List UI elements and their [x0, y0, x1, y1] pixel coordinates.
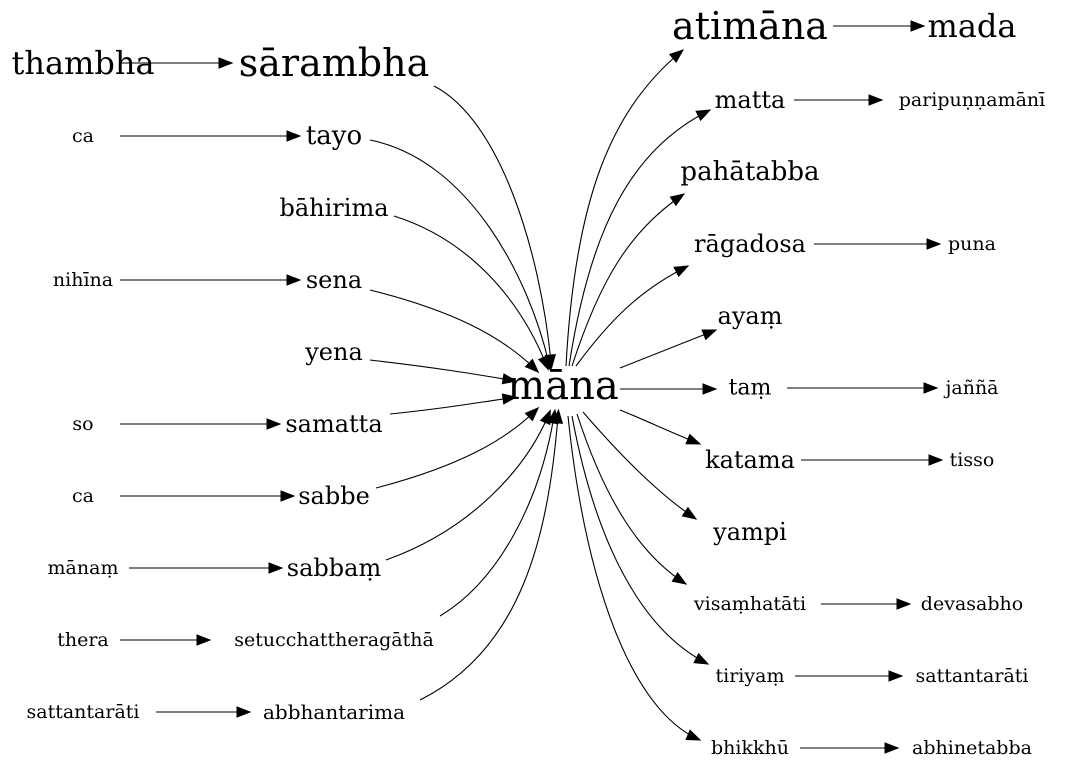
outgoing-chain-label: abhinetabba — [912, 737, 1032, 759]
incoming-node-label: bāhirima — [279, 194, 388, 222]
incoming-node-label: abbhantarima — [263, 700, 405, 724]
incoming-source-edge-arrowhead — [268, 562, 284, 574]
outgoing-chain-edge-arrowhead — [896, 598, 912, 610]
incoming-source-label: ca — [72, 125, 94, 147]
outgoing-chain-label: paripuṇṇamānī — [899, 89, 1046, 111]
outgoing-node-label: yampi — [712, 518, 787, 546]
outgoing-chain-label: sattantarāti — [916, 665, 1029, 687]
incoming-source-edge-arrowhead — [280, 490, 296, 502]
incoming-node-label: sabbaṃ — [287, 554, 382, 582]
outgoing-edge-arrowhead — [669, 193, 686, 207]
incoming-edge-arrowhead — [551, 408, 564, 424]
incoming-node-label: sabbe — [298, 482, 370, 510]
incoming-source-label: nihīna — [53, 269, 113, 291]
outgoing-chain-label: devasabho — [921, 593, 1023, 615]
outgoing-chain-edge-arrowhead — [884, 742, 900, 754]
incoming-node-label: tayo — [306, 121, 362, 151]
outgoing-edge-arrowhead — [693, 652, 710, 665]
incoming-node-label: yena — [304, 338, 363, 366]
incoming-edge-arrowhead — [537, 354, 549, 371]
outgoing-edge-arrowhead — [685, 729, 702, 741]
incoming-source-label: so — [72, 413, 93, 435]
outgoing-node-label: atimāna — [672, 4, 828, 48]
outgoing-node-label: matta — [715, 86, 786, 114]
outgoing-edge-arrowhead — [668, 49, 685, 63]
labels-layer: māna thambha sārambha ca tayo bāhirima nihīna s… — [11, 4, 1045, 759]
outgoing-chain-edge-arrowhead — [868, 94, 884, 106]
incoming-edge — [393, 215, 547, 365]
outgoing-chain-label: puna — [948, 233, 996, 255]
outgoing-node-label: tiriyaṃ — [716, 665, 785, 687]
outgoing-edge — [582, 411, 697, 520]
outgoing-edge — [576, 413, 687, 585]
incoming-source-edge-arrowhead — [236, 706, 252, 718]
incoming-edge — [439, 415, 555, 617]
outgoing-chain-edge-arrowhead — [923, 382, 939, 394]
incoming-node-label: setucchattheragāthā — [234, 629, 434, 651]
outgoing-edge-arrowhead — [671, 571, 688, 585]
incoming-source-label: thera — [57, 629, 109, 651]
incoming-edge — [375, 411, 535, 489]
incoming-edge — [389, 397, 511, 415]
outgoing-node-label: ayaṃ — [718, 302, 783, 330]
incoming-source-label: thambha — [11, 44, 154, 82]
incoming-edge — [369, 139, 550, 365]
incoming-node-label: sārambha — [239, 41, 429, 85]
incoming-edge — [385, 415, 549, 561]
incoming-source-label: ca — [72, 485, 94, 507]
incoming-edge-arrowhead — [524, 406, 540, 422]
outgoing-chain-edge-arrowhead — [926, 238, 942, 250]
outgoing-edge-arrowhead — [701, 329, 718, 341]
incoming-source-label: sattantarāti — [27, 701, 140, 723]
outgoing-node-label: taṃ — [729, 376, 772, 401]
outgoing-edge-arrowhead — [685, 433, 702, 445]
outgoing-edge — [575, 265, 689, 367]
incoming-source-label: mānaṃ — [48, 557, 119, 579]
outgoing-node-label: pahātabba — [680, 157, 819, 187]
center-node-label: māna — [507, 363, 618, 409]
incoming-edge — [369, 289, 535, 369]
edges-layer — [120, 20, 944, 754]
outgoing-edge — [619, 329, 717, 369]
outgoing-edge-arrowhead — [702, 383, 718, 395]
incoming-node-label: sena — [306, 266, 362, 294]
outgoing-chain-label: mada — [928, 7, 1017, 45]
incoming-source-edge-arrowhead — [196, 634, 212, 646]
incoming-edge — [419, 415, 559, 701]
outgoing-chain-edge-arrowhead — [888, 670, 904, 682]
incoming-node-label: samatta — [285, 410, 382, 438]
incoming-source-edge-arrowhead — [266, 418, 282, 430]
outgoing-edge — [571, 193, 685, 367]
incoming-edge-arrowhead — [524, 358, 540, 374]
outgoing-chain-label: jaññā — [943, 377, 998, 399]
outgoing-edge — [565, 49, 684, 367]
outgoing-node-label: katama — [705, 446, 795, 474]
outgoing-edge — [567, 415, 701, 741]
outgoing-chain-edge-arrowhead — [910, 20, 926, 32]
incoming-edge-arrowhead — [501, 373, 518, 385]
outgoing-node-label: rāgadosa — [694, 230, 806, 258]
incoming-source-edge-arrowhead — [286, 130, 302, 142]
outgoing-node-label: bhikkhū — [711, 737, 789, 759]
outgoing-chain-edge-arrowhead — [928, 454, 944, 466]
incoming-edge — [433, 85, 552, 363]
incoming-source-edge-arrowhead — [286, 274, 302, 286]
outgoing-node-label: visaṃhatāti — [693, 593, 806, 615]
incoming-source-edge-arrowhead — [218, 57, 234, 69]
outgoing-edge-arrowhead — [673, 265, 690, 278]
incoming-edge — [369, 359, 511, 381]
outgoing-edge — [571, 415, 709, 665]
outgoing-chain-label: tisso — [950, 449, 995, 471]
outgoing-edge — [568, 109, 711, 367]
outgoing-edge-arrowhead — [695, 109, 712, 122]
outgoing-edge-arrowhead — [681, 506, 698, 520]
incoming-edge-arrowhead — [501, 393, 518, 405]
